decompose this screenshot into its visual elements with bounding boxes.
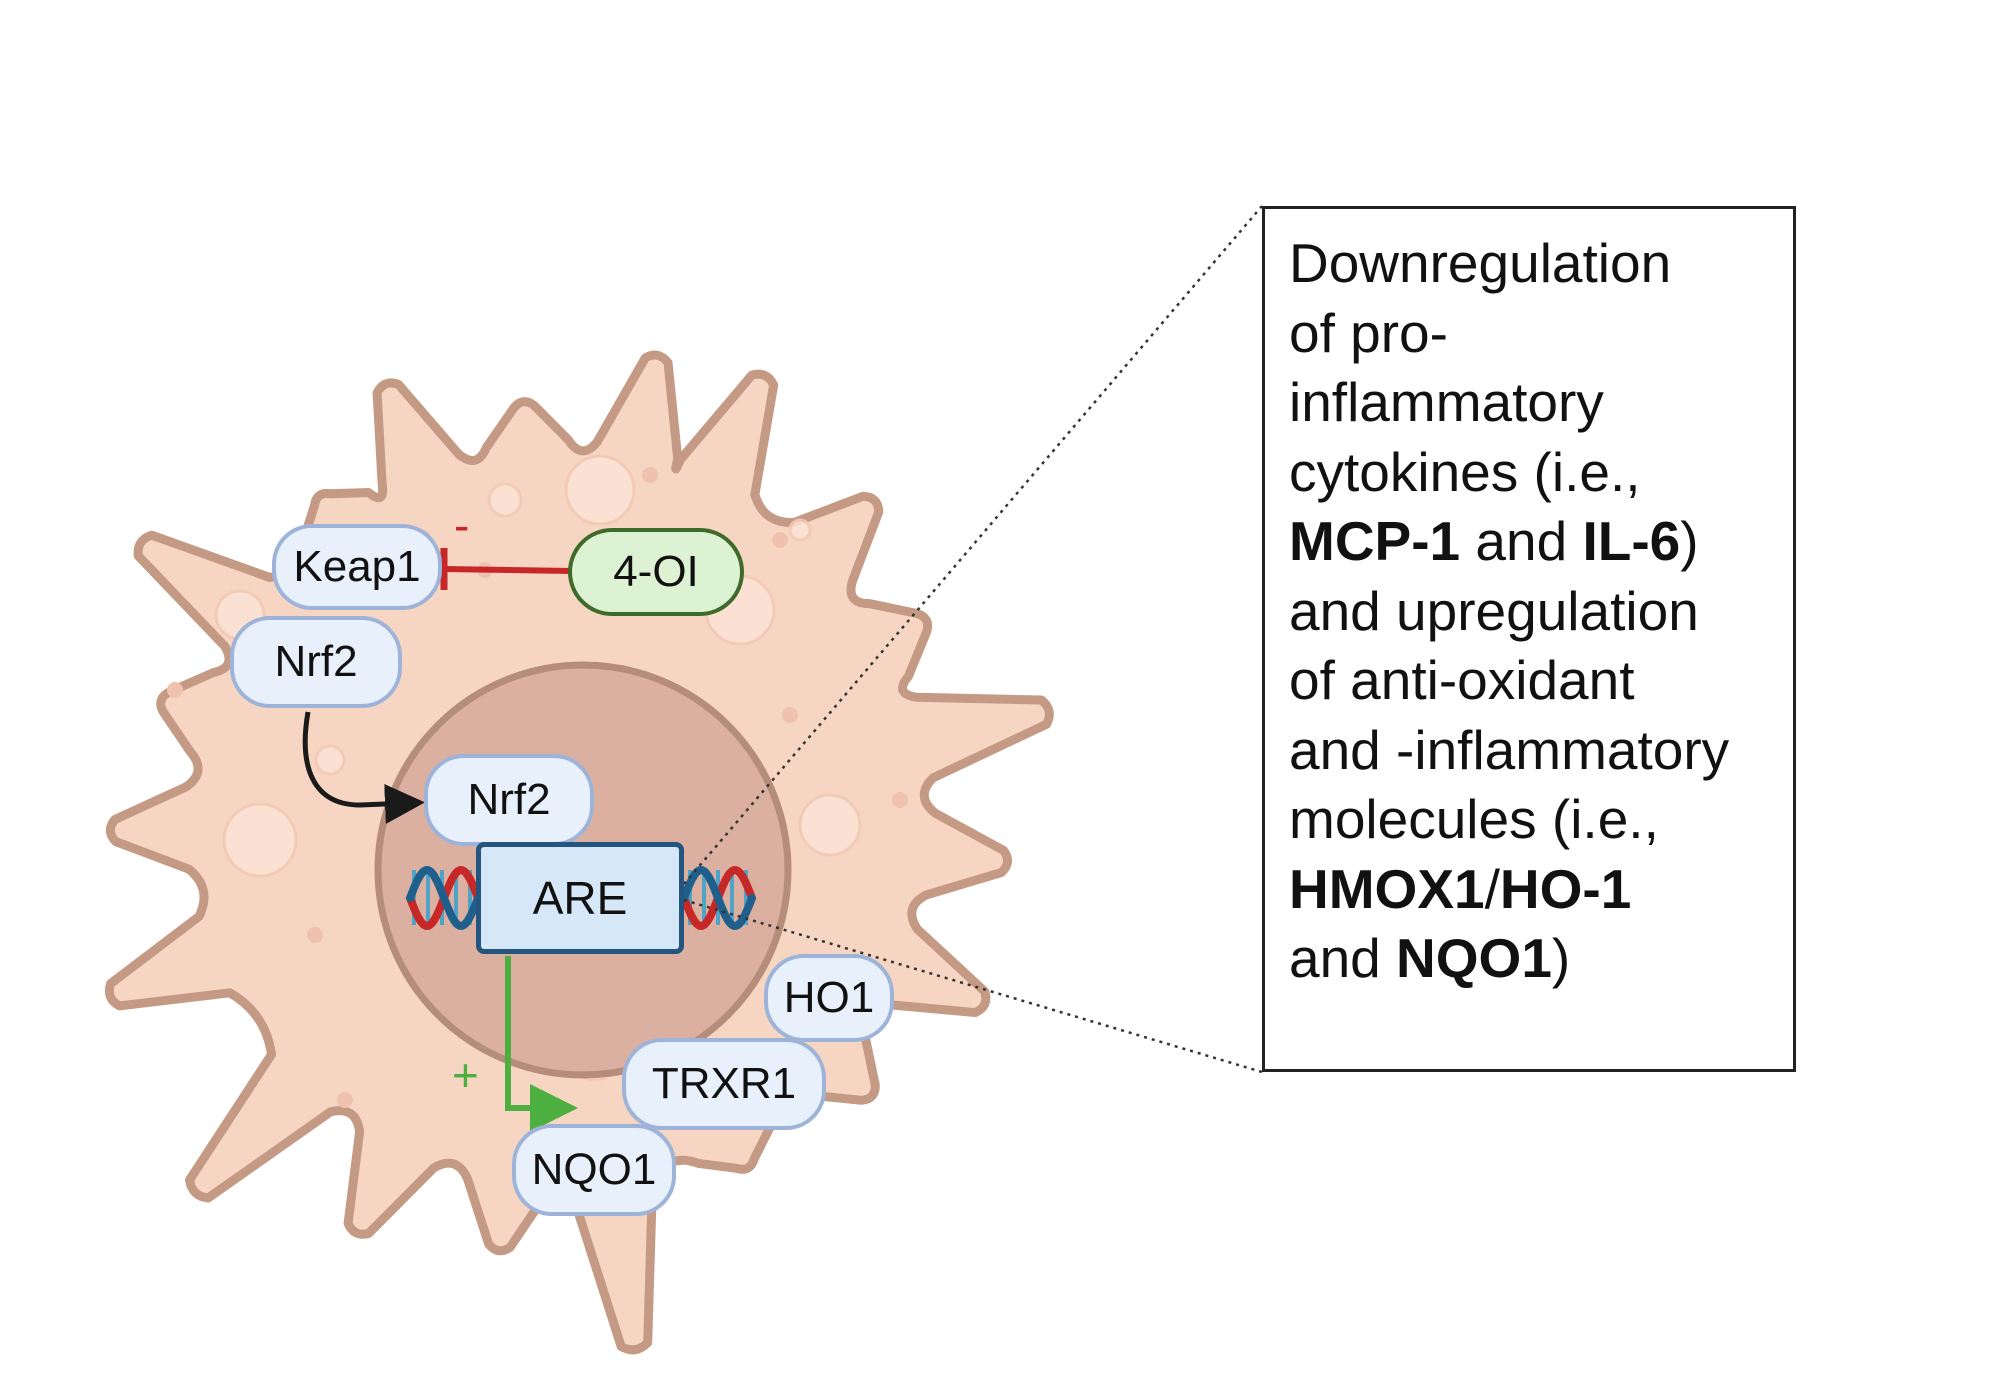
granule	[307, 927, 323, 943]
nqo1-label: NQO1	[531, 1145, 657, 1194]
granule	[782, 707, 798, 723]
vesicle	[564, 454, 636, 526]
vesicle	[487, 482, 523, 518]
nrf2-cytoplasm-protein: Nrf2	[230, 616, 402, 708]
activation-arrow	[505, 956, 578, 1132]
granule	[892, 792, 908, 808]
vesicle	[788, 518, 812, 542]
callout-line: and upregulation	[1289, 579, 1699, 642]
vesicle	[314, 744, 346, 776]
callout-line: Downregulation	[1289, 232, 1672, 294]
callout-line: of pro-	[1289, 301, 1448, 364]
inhibition-line	[443, 566, 573, 574]
ho1-protein: HO1	[764, 954, 894, 1042]
trxr1-label: TRXR1	[651, 1059, 797, 1108]
callout-bold-nqo1: NQO1	[1396, 927, 1552, 989]
granule	[337, 1092, 353, 1108]
trxr1-protein: TRXR1	[622, 1038, 826, 1130]
ho1-label: HO1	[783, 973, 875, 1022]
callout-bold-ho1: HO-1	[1499, 857, 1632, 920]
summary-callout-box: Downregulation of pro- inflammatory cyto…	[1262, 206, 1796, 1072]
callout-line: MCP-1 and IL-6)	[1289, 510, 1699, 572]
are-label: ARE	[532, 872, 628, 924]
nqo1-protein: NQO1	[512, 1124, 676, 1216]
callout-line: molecules (i.e.,	[1289, 788, 1659, 850]
activation-plus-sign: +	[452, 1049, 479, 1101]
callout-line: and -inflammatory	[1289, 718, 1730, 781]
nrf2-nucleus-label: Nrf2	[467, 775, 551, 824]
dna-strand-blue	[680, 866, 756, 930]
callout-line: and NQO1)	[1289, 927, 1571, 989]
granule	[167, 682, 183, 698]
vesicle	[798, 793, 862, 857]
drug-4oi: 4-OI	[568, 528, 744, 616]
callout-bold-il6: IL-6	[1582, 510, 1681, 572]
nrf2-cytoplasm-label: Nrf2	[274, 637, 358, 686]
vesicle	[222, 802, 298, 878]
callout-line: of anti-oxidant	[1289, 649, 1635, 711]
callout-bold-hmox1: HMOX1	[1289, 857, 1485, 920]
are-element: ARE	[476, 842, 684, 954]
granule	[772, 532, 788, 548]
keap1-label: Keap1	[293, 542, 421, 591]
callout-line: inflammatory	[1289, 371, 1604, 433]
granule	[642, 467, 658, 483]
keap1-protein: Keap1	[272, 524, 442, 610]
callout-bold-mcp1: MCP-1	[1289, 510, 1461, 572]
inhibition-minus-sign: -	[454, 499, 470, 551]
callout-line: HMOX1/HO-1	[1289, 857, 1632, 920]
dna-strand-blue	[406, 866, 482, 930]
drug-4oi-label: 4-OI	[613, 547, 699, 596]
callout-line: cytokines (i.e.,	[1289, 440, 1641, 503]
translocation-arrow	[302, 711, 425, 824]
nrf2-nucleus-protein: Nrf2	[424, 754, 594, 846]
